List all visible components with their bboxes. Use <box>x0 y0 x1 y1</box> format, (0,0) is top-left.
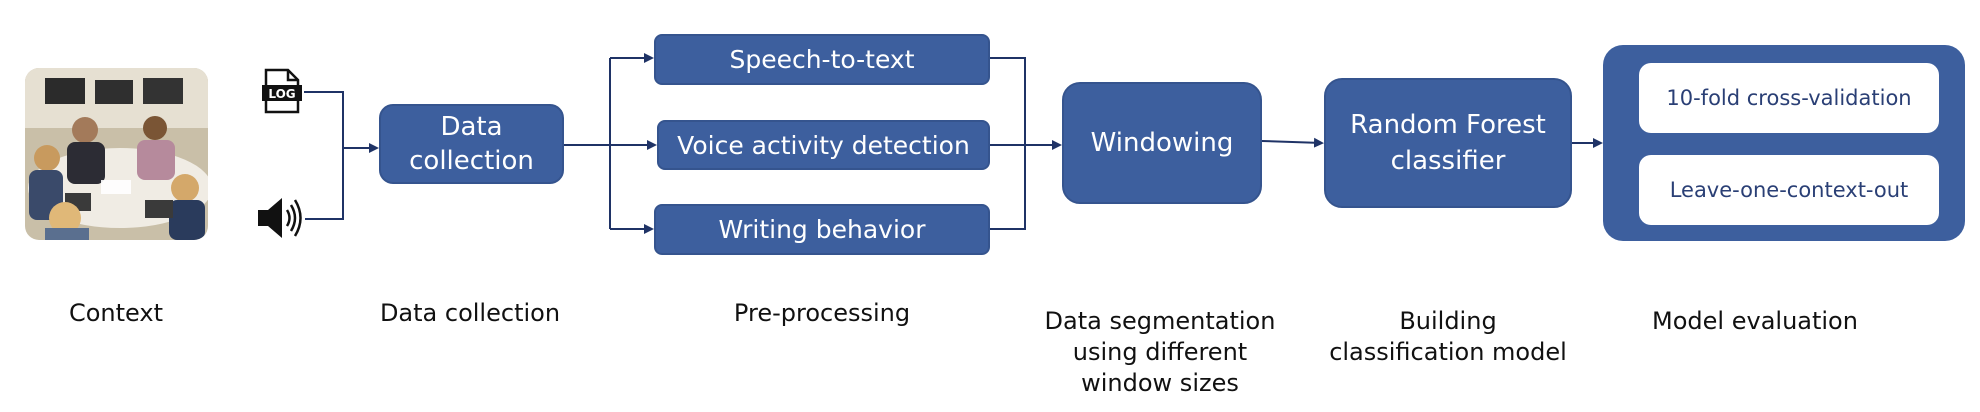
log-file-icon: LOG <box>262 68 302 114</box>
speech-to-text-label: Speech-to-text <box>729 45 915 74</box>
writing-behavior-label: Writing behavior <box>718 215 926 244</box>
evaluation-item-cross-validation: 10-fold cross-validation <box>1639 63 1939 133</box>
evaluation-item-label: Leave-one-context-out <box>1669 178 1909 202</box>
voice-activity-detection-box: Voice activity detection <box>657 120 990 170</box>
speech-to-text-box: Speech-to-text <box>654 34 990 85</box>
stage-label-evaluation: Model evaluation <box>1652 307 1858 335</box>
data-collection-box-label: Data collection <box>409 112 534 176</box>
random-forest-label: Random Forest classifier <box>1350 110 1546 176</box>
windowing-label: Windowing <box>1090 128 1234 158</box>
random-forest-box: Random Forest classifier <box>1324 78 1572 208</box>
evaluation-item-label: 10-fold cross-validation <box>1666 86 1912 110</box>
evaluation-panel: 10-fold cross-validation Leave-one-conte… <box>1603 45 1965 241</box>
stage-label-context: Context <box>68 299 164 327</box>
context-photo <box>25 68 208 240</box>
log-icon-text: LOG <box>268 87 295 101</box>
evaluation-item-leave-one-context-out: Leave-one-context-out <box>1639 155 1939 225</box>
voice-activity-detection-label: Voice activity detection <box>677 130 970 160</box>
speaker-icon <box>256 196 304 240</box>
stage-label-preprocessing: Pre-processing <box>733 299 911 327</box>
stage-label-building: Building classification model <box>1329 307 1567 366</box>
data-collection-box: Data collection <box>379 104 564 184</box>
windowing-box: Windowing <box>1062 82 1262 204</box>
stage-label-segmentation: Data segmentation using different window… <box>1044 307 1276 397</box>
stage-label-data-collection: Data collection <box>379 299 561 327</box>
writing-behavior-box: Writing behavior <box>654 204 990 255</box>
